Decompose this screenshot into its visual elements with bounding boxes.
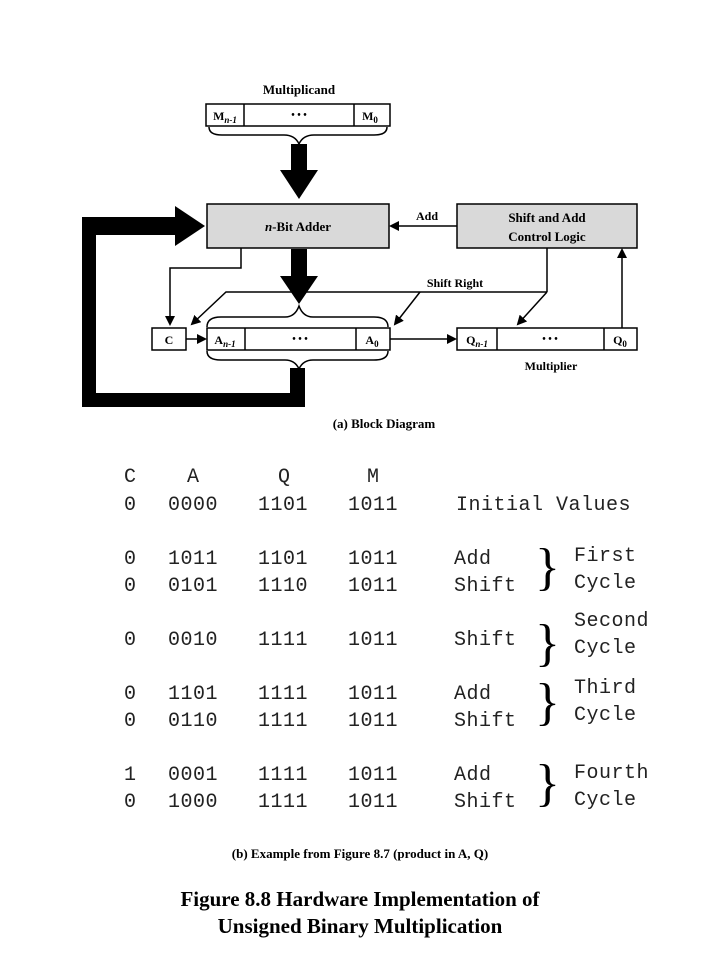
cycle-label: Cycle	[574, 637, 637, 660]
svg-text:Shift and Add: Shift and Add	[508, 210, 586, 225]
header-q: Q	[278, 466, 291, 489]
cell-m: 1011	[348, 710, 399, 733]
cell-op: Shift	[454, 629, 517, 652]
header-m: M	[367, 466, 380, 489]
cell-c: 0	[124, 710, 137, 733]
header-c: C	[124, 466, 137, 489]
multiplicand-label: Multiplicand	[263, 82, 336, 97]
block-diagram: Multiplicand Mn-1 • • • M0 n-Bit Adder S…	[82, 82, 638, 431]
cell-op: Initial Values	[456, 494, 632, 517]
cell-q: 1111	[258, 710, 309, 733]
a-top-brace	[206, 303, 389, 328]
shift-to-c-arrow	[190, 291, 547, 326]
cell-a: 0001	[168, 764, 219, 787]
multiplicand-register: Mn-1 • • • M0	[205, 103, 391, 127]
caption-b: (b) Example from Figure 8.7 (product in …	[231, 846, 489, 861]
cell-m: 1011	[348, 575, 399, 598]
cell-a: 1011	[168, 548, 219, 571]
cycle-label: Fourth	[574, 762, 650, 785]
multiplicand-to-adder-arrow	[280, 144, 318, 199]
figure-title-line1: Figure 8.8 Hardware Implementation of	[180, 887, 540, 911]
cell-m: 1011	[348, 764, 399, 787]
cell-op: Shift	[454, 791, 517, 814]
cycle-label: Second	[574, 610, 650, 633]
cycle-brace: }	[535, 539, 560, 596]
cell-op: Shift	[454, 710, 517, 733]
cell-a: 0110	[168, 710, 219, 733]
q-register: Qn-1 • • • Q0	[456, 327, 638, 351]
a-right-cell: A0	[365, 333, 379, 349]
figure-title: Figure 8.8 Hardware Implementation of Un…	[0, 886, 720, 940]
adder-to-a-arrow	[280, 249, 318, 304]
cell-c: 0	[124, 494, 137, 517]
a-bottom-brace	[206, 350, 389, 371]
q-left-cell: Qn-1	[466, 333, 488, 349]
caption-a: (a) Block Diagram	[333, 416, 436, 431]
shift-add-control-logic: Shift and Add Control Logic	[456, 203, 638, 249]
cell-m: 1011	[348, 494, 399, 517]
cycle-label: Cycle	[574, 704, 637, 727]
add-signal-label: Add	[416, 209, 438, 223]
cell-q: 1111	[258, 791, 309, 814]
cell-op: Add	[454, 548, 492, 571]
cell-c: 0	[124, 548, 137, 571]
cycle-brace: }	[535, 755, 560, 812]
cell-a: 1101	[168, 683, 219, 706]
cell-c: 0	[124, 683, 137, 706]
cell-m: 1011	[348, 683, 399, 706]
cell-a: 0010	[168, 629, 219, 652]
m-left-cell: Mn-1	[213, 109, 237, 125]
cycle-brace: }	[535, 615, 560, 672]
cell-q: 1101	[258, 494, 309, 517]
a-left-cell: An-1	[214, 333, 235, 349]
shift-to-qn-arrow	[516, 291, 548, 326]
shift-right-label: Shift Right	[427, 276, 483, 290]
cell-m: 1011	[348, 629, 399, 652]
header-a: A	[187, 466, 200, 489]
m-right-cell: M0	[362, 109, 378, 125]
cell-a: 0000	[168, 494, 219, 517]
svg-text:n-Bit Adder: n-Bit Adder	[265, 219, 331, 234]
a-dots: • • •	[292, 334, 308, 345]
cell-a: 1000	[168, 791, 219, 814]
svg-text:C: C	[165, 333, 174, 347]
shift-to-a0-arrow	[393, 291, 421, 326]
cell-op: Shift	[454, 575, 517, 598]
c-register: C	[151, 327, 187, 351]
q-dots: • • •	[542, 334, 558, 345]
cell-a: 0101	[168, 575, 219, 598]
multiplier-label: Multiplier	[525, 359, 578, 373]
cycle-label: First	[574, 545, 637, 568]
feedback-loop-arrow	[82, 206, 305, 407]
multiplicand-brace	[208, 126, 388, 146]
cycle-label: Cycle	[574, 572, 637, 595]
cell-c: 0	[124, 629, 137, 652]
cell-m: 1011	[348, 548, 399, 571]
q-right-cell: Q0	[613, 333, 627, 349]
cell-q: 1111	[258, 683, 309, 706]
cell-op: Add	[454, 764, 492, 787]
carry-arrow	[165, 248, 242, 326]
cell-q: 1110	[258, 575, 309, 598]
a-register: An-1 • • • A0	[206, 327, 391, 351]
figure-title-line2: Unsigned Binary Multiplication	[217, 914, 503, 938]
cell-op: Add	[454, 683, 492, 706]
cell-q: 1111	[258, 629, 309, 652]
cycle-brace: }	[535, 674, 560, 731]
cycle-label: Third	[574, 677, 637, 700]
cell-c: 0	[124, 575, 137, 598]
cell-q: 1111	[258, 764, 309, 787]
m-dots: • • •	[291, 110, 307, 121]
cell-m: 1011	[348, 791, 399, 814]
cell-c: 1	[124, 764, 137, 787]
cell-c: 0	[124, 791, 137, 814]
svg-text:Control Logic: Control Logic	[508, 229, 586, 244]
cycle-label: Cycle	[574, 789, 637, 812]
cell-q: 1101	[258, 548, 309, 571]
n-bit-adder: n-Bit Adder	[206, 203, 390, 249]
